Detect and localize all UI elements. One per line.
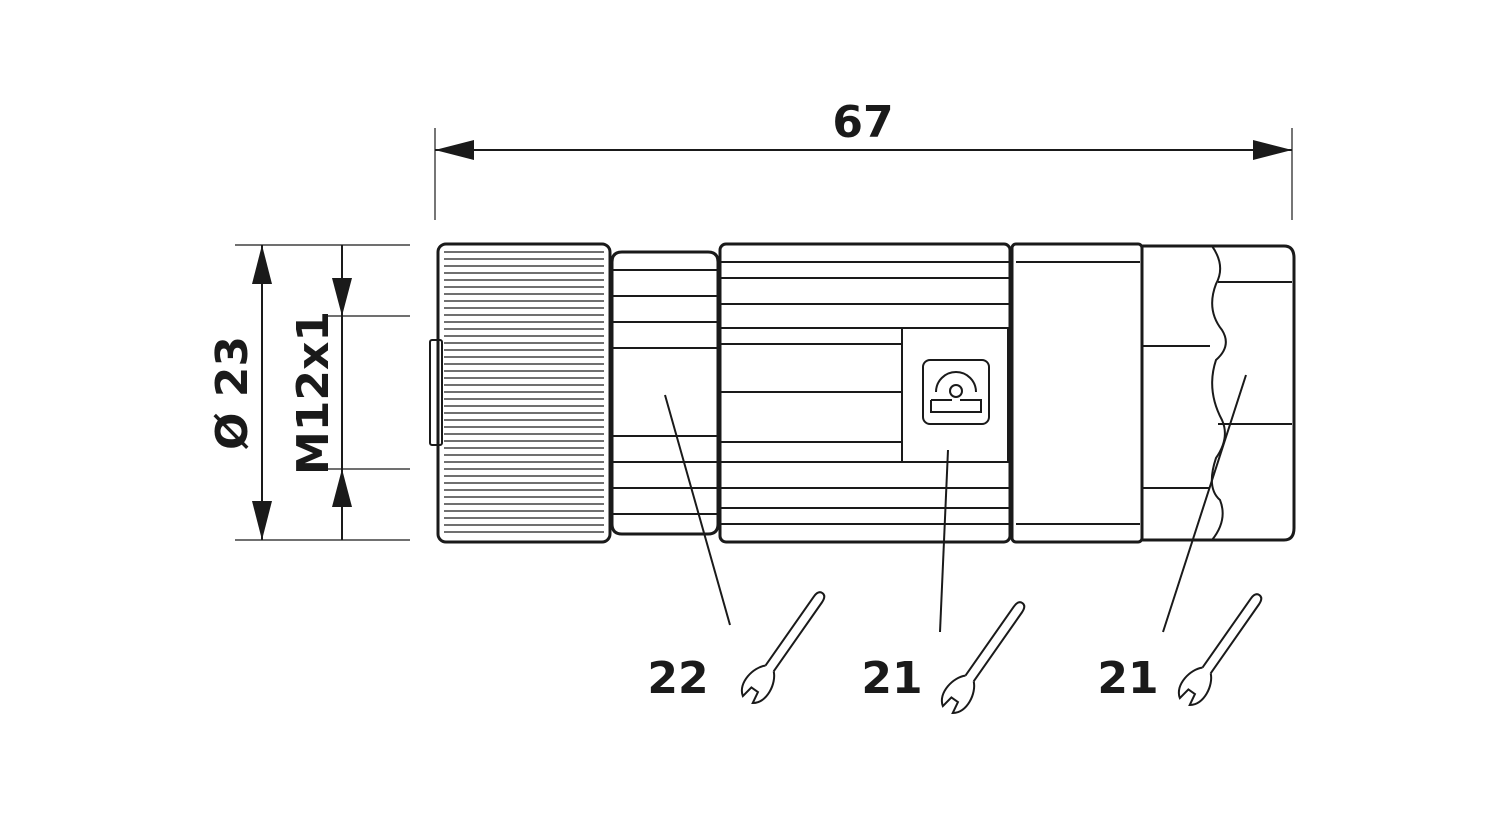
- diameter-dimension: Ø 23: [207, 244, 410, 541]
- hex-gland-nut: [1142, 244, 1296, 542]
- leader-line-21b: [1162, 374, 1247, 633]
- sleeve-outline: [610, 250, 720, 536]
- diameter-arrow-bottom: [252, 501, 272, 540]
- thread-label: M12x1: [288, 311, 339, 475]
- length-arrow-right: [1253, 140, 1292, 160]
- diameter-label: Ø 23: [207, 336, 258, 450]
- knurled-coupling-nut: [429, 242, 612, 544]
- thread-dimension: M12x1: [288, 245, 410, 540]
- sealing-collar: [1010, 242, 1144, 544]
- wrench-size-label: 21: [1097, 653, 1158, 704]
- coupling-nut-outline: [436, 242, 612, 544]
- leader-line-21a: [939, 449, 949, 633]
- main-housing: [718, 242, 1012, 544]
- wrench-icon: [1177, 593, 1263, 707]
- plug-symbol-icon: [922, 359, 990, 425]
- leader-line-22: [664, 394, 731, 626]
- wrench-icon: [740, 591, 826, 705]
- thread-arrow-top: [332, 278, 352, 316]
- wrench-icon: [940, 601, 1026, 715]
- diameter-arrow-top: [252, 245, 272, 284]
- callout-22: 22: [647, 394, 826, 705]
- wrench-size-label: 21: [861, 653, 922, 704]
- nut-front-face: [429, 339, 443, 446]
- wrench-size-label: 22: [647, 653, 708, 704]
- threaded-sleeve: [610, 250, 720, 536]
- callout-21-gland: 21: [1097, 374, 1263, 707]
- gland-nut-outline: [1142, 244, 1296, 542]
- sleeve-bands: [612, 269, 718, 515]
- knurl-ridges: [444, 251, 604, 533]
- length-arrow-left: [435, 140, 474, 160]
- callout-21-housing: 21: [861, 449, 1026, 715]
- length-label: 67: [832, 97, 893, 148]
- connector-body: [429, 242, 1296, 544]
- symbol-panel: [901, 327, 1009, 463]
- thread-arrow-bottom: [332, 469, 352, 507]
- length-dimension: 67: [434, 97, 1293, 220]
- hex-flat-edges: [1210, 245, 1227, 541]
- housing-grooves: [720, 261, 1010, 525]
- collar-outline: [1010, 242, 1144, 544]
